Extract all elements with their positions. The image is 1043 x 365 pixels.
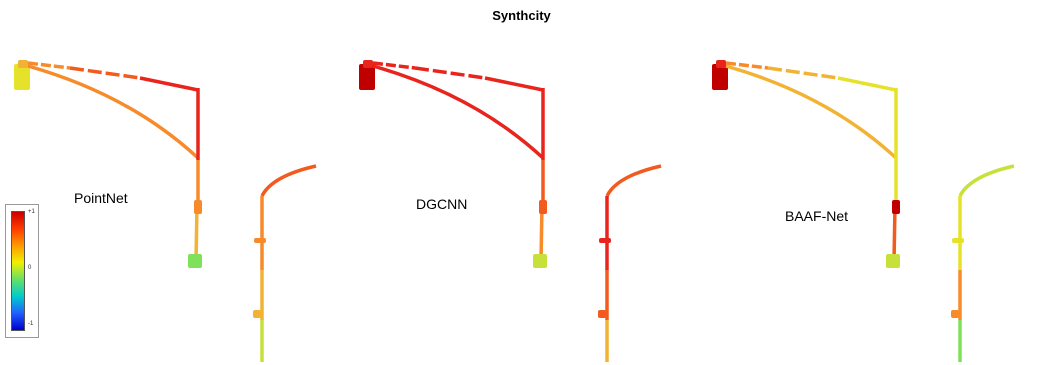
pole-segment <box>194 204 199 263</box>
lamp-head-cluster <box>359 64 375 90</box>
top-arm-segment <box>69 66 141 80</box>
brace-curve <box>725 64 898 160</box>
legend-tick-mid: 0 <box>28 265 32 271</box>
pole2-attachment-cluster <box>951 310 959 318</box>
pole2-arm-curve <box>260 164 317 197</box>
panel-pointnet <box>14 60 317 362</box>
top-arm-segment <box>139 76 199 92</box>
pole2-attachment-cluster <box>598 310 606 318</box>
top-arm-segment <box>837 76 897 92</box>
brace-curve <box>27 64 200 160</box>
pole-attachment-cluster <box>539 200 547 214</box>
lamp-head-cluster <box>716 60 726 68</box>
pole2-arm-curve <box>605 164 662 197</box>
pole-base-cluster <box>533 254 547 268</box>
top-arm-segment <box>767 66 839 80</box>
top-arm-segment <box>372 61 416 70</box>
legend-tick-bottom: -1 <box>28 321 34 327</box>
pole2-sign-cluster <box>952 238 964 243</box>
lamp-head-cluster <box>363 60 373 68</box>
pole-attachment-cluster <box>194 200 202 214</box>
top-arm-segment <box>484 76 544 92</box>
pole-base-cluster <box>886 254 900 268</box>
panel-baafnet <box>712 60 1015 362</box>
pole-segment <box>539 204 544 263</box>
color-scale-legend: +1 0 -1 <box>5 204 39 338</box>
panel-dgcnn <box>359 60 662 362</box>
label-pointnet: PointNet <box>74 190 128 206</box>
lamp-head-cluster <box>14 64 30 90</box>
pole2-sign-cluster <box>254 238 266 243</box>
label-baafnet: BAAF-Net <box>785 208 849 224</box>
figure-title: Synthcity <box>492 8 551 23</box>
color-gradient-bar <box>11 211 25 331</box>
pole2-sign-cluster <box>599 238 611 243</box>
pole-attachment-cluster <box>892 200 900 214</box>
legend-tick-top: +1 <box>28 209 35 215</box>
pole2-attachment-cluster <box>253 310 261 318</box>
lamp-head-cluster <box>18 60 28 68</box>
top-arm-segment <box>725 61 769 70</box>
pole-segment <box>892 204 897 263</box>
label-dgcnn: DGCNN <box>416 196 468 212</box>
brace-curve <box>372 64 545 160</box>
lamp-head-cluster <box>712 64 728 90</box>
top-arm-segment <box>414 66 486 80</box>
top-arm-segment <box>27 61 71 70</box>
pole2-arm-curve <box>958 164 1015 197</box>
pole-base-cluster <box>188 254 202 268</box>
